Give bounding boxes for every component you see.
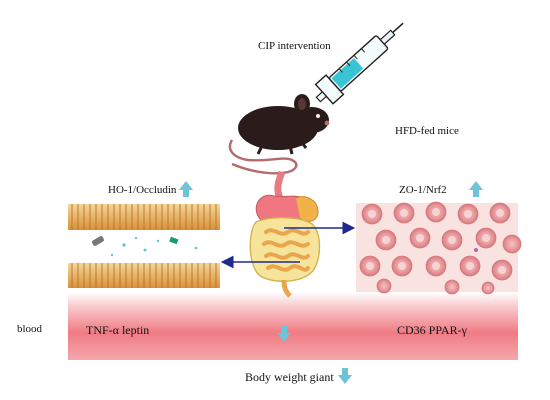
left-blood-markers-label: TNF-α leptin — [86, 323, 150, 337]
intestinal-villi-icon — [68, 204, 220, 288]
syringe-icon — [314, 22, 404, 105]
up-arrow-icon-right — [469, 181, 483, 197]
up-arrow-icon-left — [179, 181, 193, 197]
red-blood-cells-icon — [356, 201, 522, 295]
down-arrow-icon-blood — [277, 326, 291, 342]
intervention-label: CIP intervention — [258, 40, 331, 52]
mice-label: HFD-fed mice — [395, 125, 459, 137]
outcome-label: Body weight giant — [245, 370, 334, 384]
compartment-label: blood — [17, 323, 43, 335]
down-arrow-icon-weight — [338, 368, 352, 384]
mouse-icon — [228, 94, 330, 175]
right-markers-label: ZO-1/Nrf2 — [399, 184, 447, 196]
blood-band — [68, 292, 518, 360]
digestive-tract-icon — [249, 170, 321, 298]
right-blood-markers-label: CD36 PPAR-γ — [397, 323, 467, 337]
left-markers-label: HO-1/Occludin — [108, 184, 177, 196]
